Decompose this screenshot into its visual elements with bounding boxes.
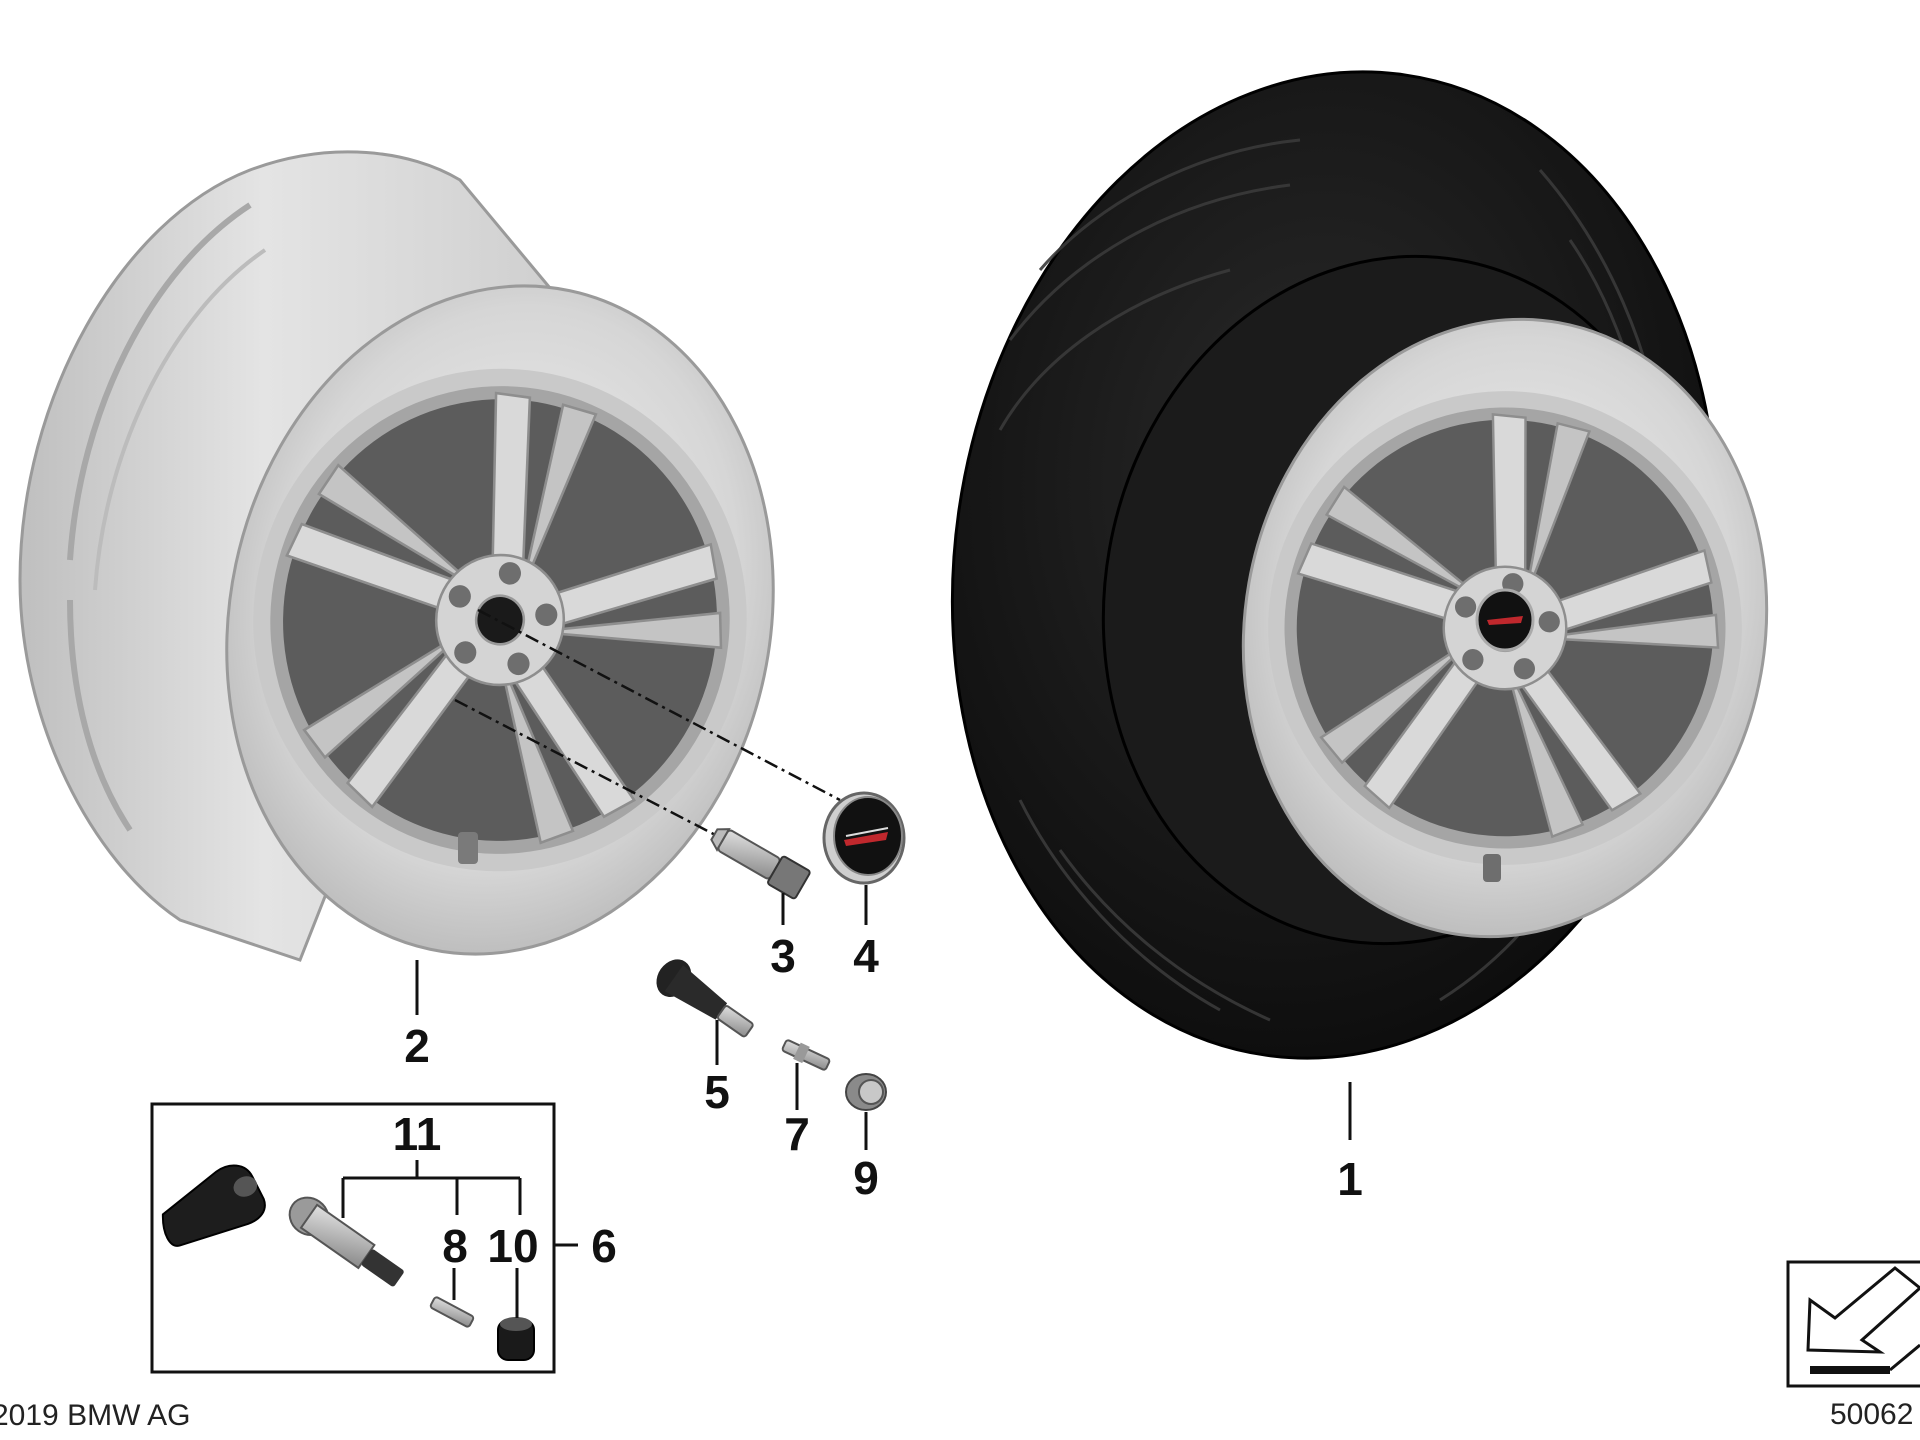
rubber-valve-icon	[656, 959, 754, 1038]
sensor-valve-icon	[288, 1196, 404, 1287]
callout-9: 9	[853, 1152, 879, 1204]
valve-insert-icon	[429, 1296, 475, 1328]
sensor-valve-cap-icon	[497, 1317, 535, 1361]
callout-6: 6	[591, 1220, 617, 1272]
assembly-line-bolt	[454, 698, 726, 842]
callout-1: 1	[1337, 1153, 1363, 1205]
rim-drawing	[18, 150, 795, 962]
callout-10: 10	[487, 1220, 538, 1272]
valve-core-icon	[781, 1039, 831, 1071]
callout-3: 3	[770, 930, 796, 982]
copyright-text: 2019 BMW AG	[0, 1399, 190, 1432]
hub-cap-icon	[822, 791, 906, 885]
leader-11	[341, 1160, 522, 1218]
callout-8: 8	[442, 1220, 468, 1272]
arrow-icon	[1806, 1266, 1920, 1354]
complete-wheel-drawing	[950, 70, 1781, 1060]
reference-arrow-box	[1786, 1260, 1920, 1388]
callout-11: 11	[393, 1108, 442, 1160]
tpms-sensor-icon	[161, 1164, 266, 1247]
callout-4: 4	[853, 930, 879, 982]
sensor-kit-frame	[150, 1102, 556, 1374]
valve-cap-icon	[845, 1073, 887, 1111]
callout-2: 2	[404, 1020, 430, 1072]
wheel-bolt-icon	[710, 828, 811, 900]
callout-5: 5	[704, 1066, 730, 1118]
rim-valve-stem	[458, 832, 478, 864]
wheel-emblem	[1475, 588, 1535, 652]
wheel-valve-stem	[1483, 854, 1501, 882]
callout-7: 7	[784, 1108, 810, 1160]
diagram-number: 50062	[1830, 1398, 1913, 1431]
